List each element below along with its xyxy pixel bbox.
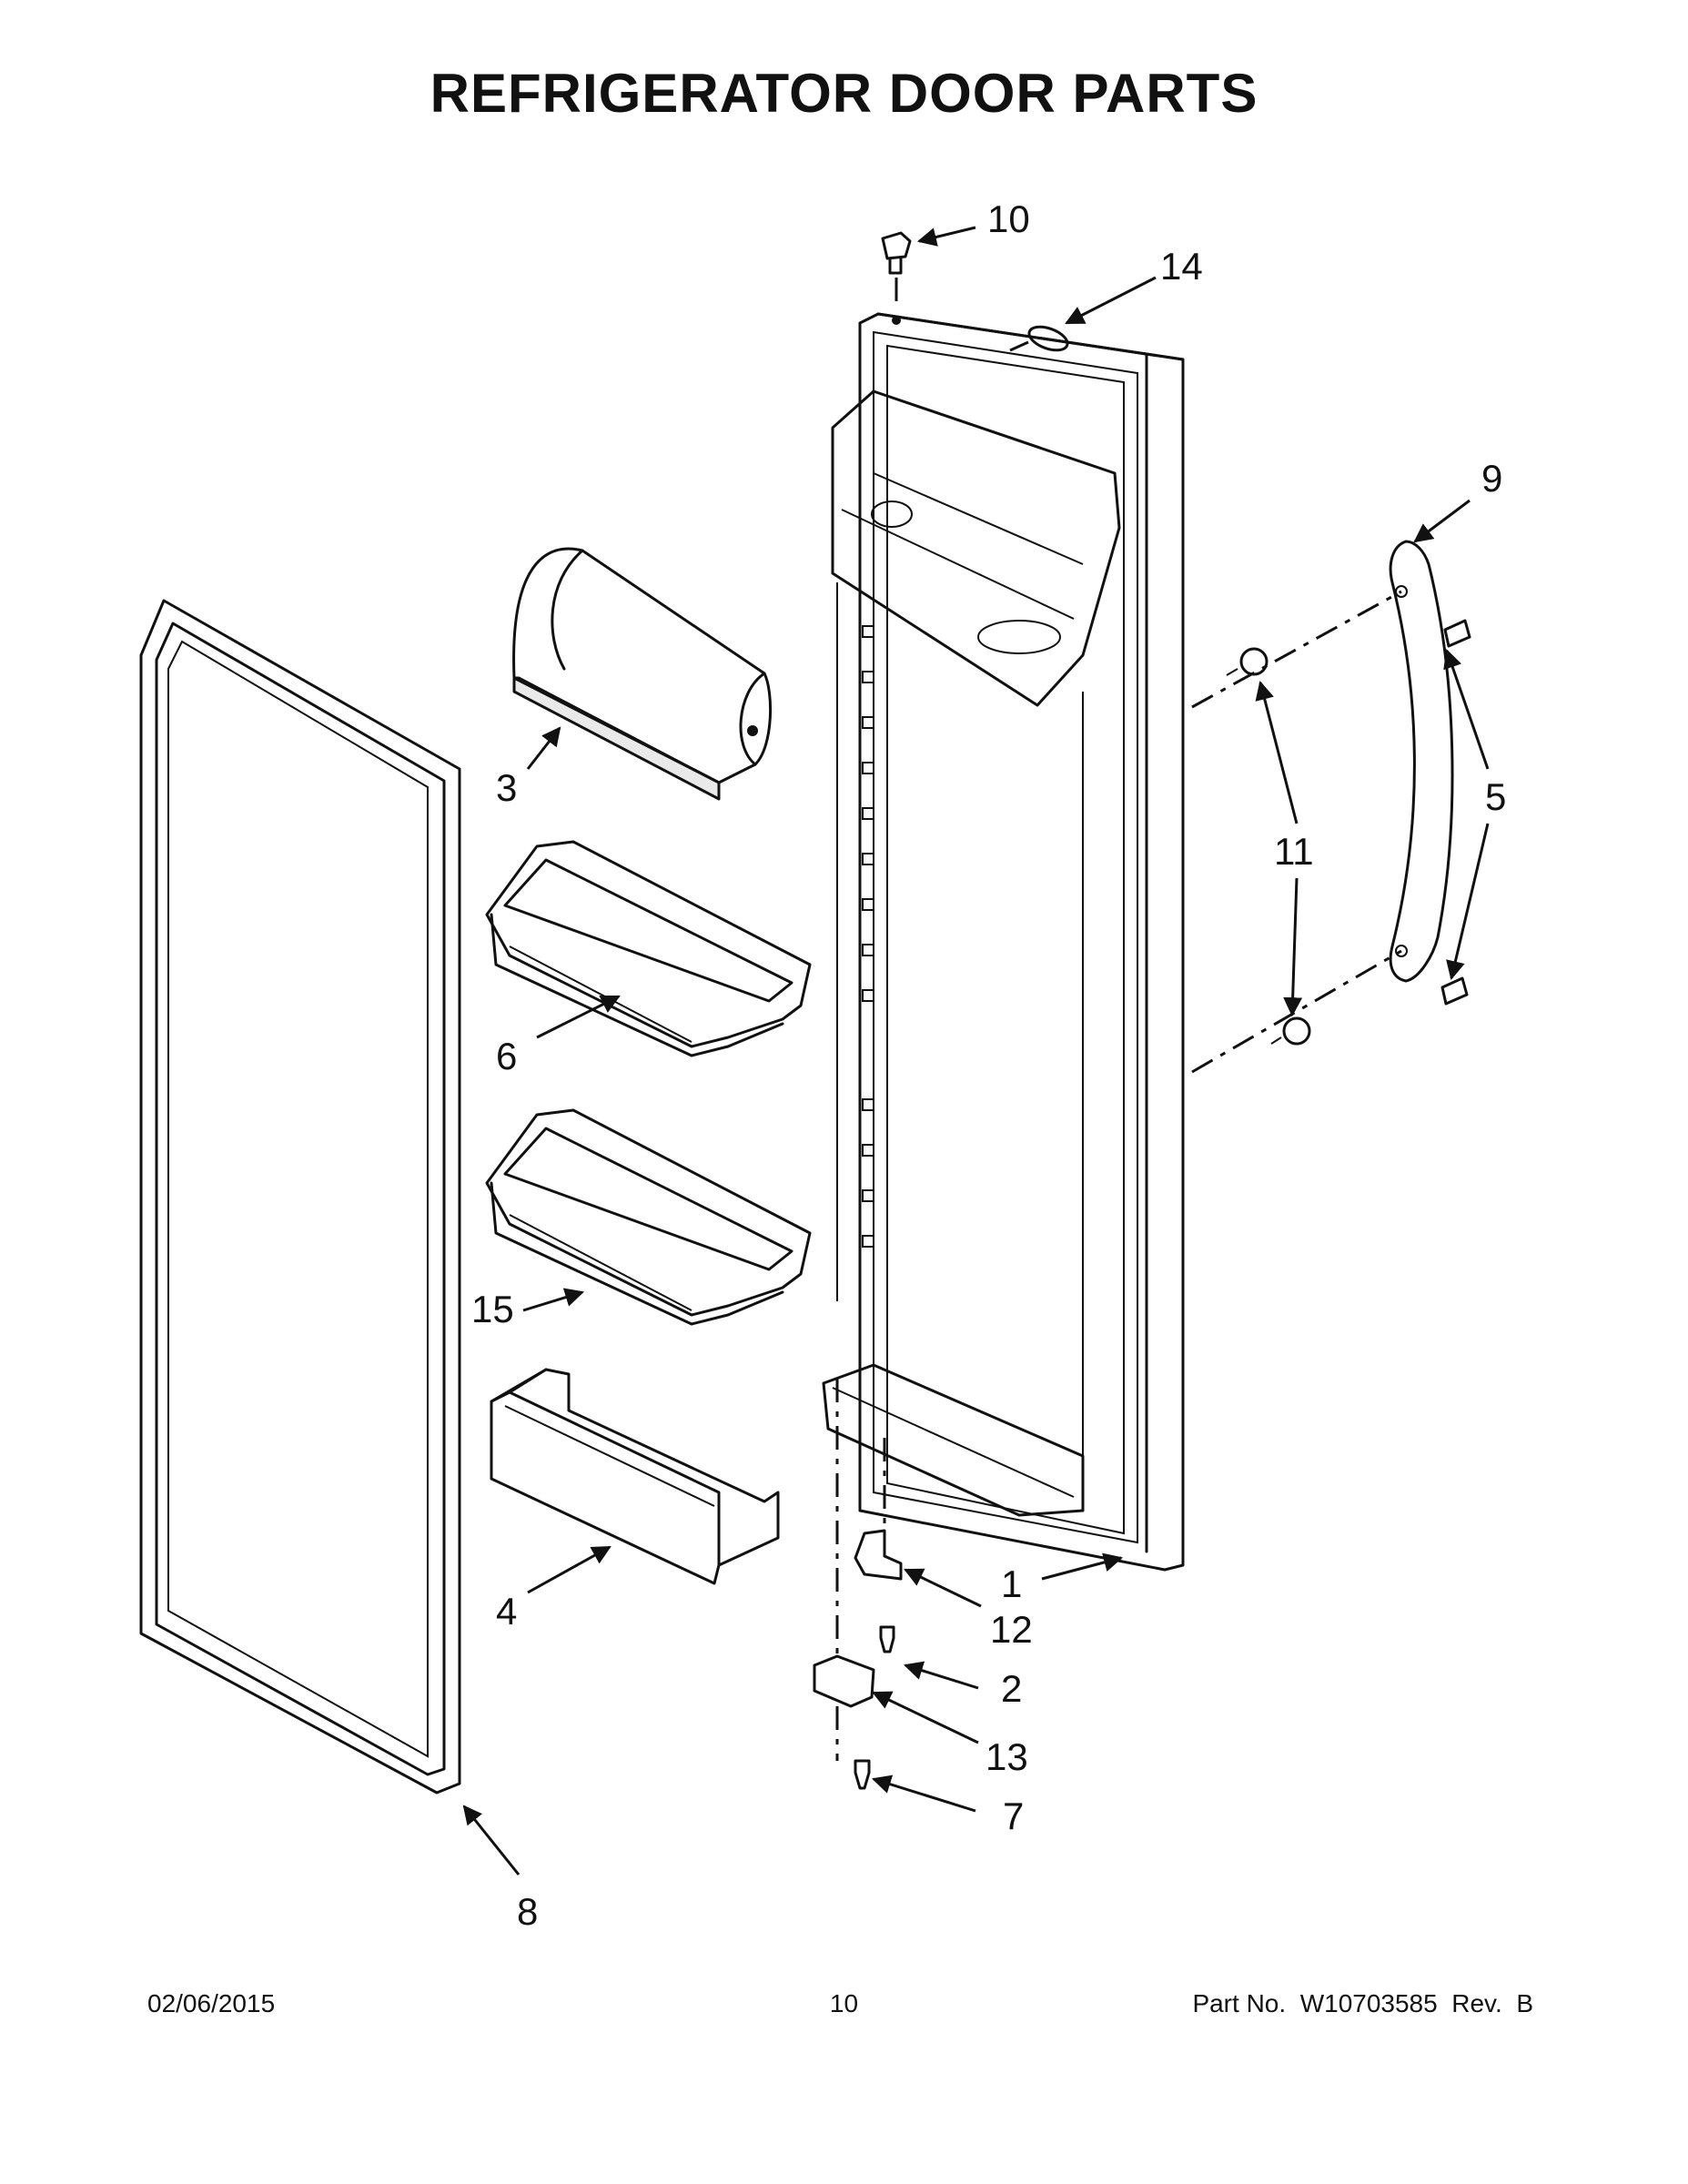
door-bin-upper-part — [485, 840, 812, 1057]
leader-11b — [1283, 877, 1303, 1017]
hinge-cap-part — [881, 231, 912, 325]
door-gasket-part — [139, 599, 461, 1795]
leader-5b — [1446, 823, 1490, 981]
leader-10 — [916, 226, 976, 247]
hinge-screw-part — [879, 1625, 895, 1653]
leader-5a — [1443, 649, 1490, 770]
leader-9 — [1413, 499, 1471, 543]
leader-6 — [536, 995, 621, 1039]
leader-13 — [872, 1691, 979, 1744]
leader-8 — [462, 1805, 521, 1876]
hinge-pin-part — [854, 1438, 903, 1581]
door-handle-part — [1389, 540, 1454, 983]
o-ring-part — [1009, 325, 1069, 352]
leader-1 — [1041, 1552, 1124, 1581]
footer-page-number: 10 — [829, 1989, 859, 2017]
callout-3: 3 — [496, 766, 517, 809]
leader-2 — [903, 1661, 979, 1690]
set-screw-lower-part — [1440, 976, 1469, 1006]
footer-part-number: Part No. W10703585 Rev. B — [1192, 1989, 1533, 2017]
lower-hinge-bracket-part — [813, 1379, 875, 1761]
handle-mount-upper-part — [1226, 647, 1269, 676]
dairy-door-part — [512, 547, 772, 801]
leader-4 — [527, 1545, 612, 1594]
callout-6: 6 — [496, 1035, 517, 1077]
set-screw-upper-part — [1443, 619, 1471, 648]
leader-7 — [871, 1774, 976, 1813]
door-liner-part — [822, 312, 1185, 1572]
callout-4: 4 — [496, 1590, 517, 1633]
door-bin-lower-part — [485, 1108, 812, 1326]
callout-12: 12 — [990, 1608, 1033, 1651]
callout-14: 14 — [1160, 245, 1203, 288]
callout-10: 10 — [987, 197, 1030, 240]
callout-2: 2 — [1001, 1667, 1022, 1710]
bracket-screw-part — [854, 1759, 871, 1790]
page-title: REFRIGERATOR DOOR PARTS — [430, 63, 1258, 124]
callout-11: 11 — [1274, 830, 1314, 873]
callout-5: 5 — [1485, 775, 1506, 818]
footer-date: 02/06/2015 — [147, 1989, 276, 2017]
callout-8: 8 — [517, 1890, 538, 1933]
leader-11a — [1255, 680, 1299, 824]
leader-15 — [522, 1288, 585, 1312]
callout-9: 9 — [1481, 457, 1502, 500]
callout-7: 7 — [1003, 1795, 1024, 1837]
leader-3 — [526, 726, 561, 770]
callout-1: 1 — [1001, 1562, 1022, 1605]
handle-mount-lower-part — [1270, 1016, 1311, 1046]
callout-15: 15 — [471, 1288, 514, 1330]
door-shelf-rail-part — [490, 1368, 780, 1585]
callout-13: 13 — [986, 1735, 1028, 1778]
leader-14 — [1065, 276, 1157, 325]
leader-12 — [904, 1568, 982, 1608]
